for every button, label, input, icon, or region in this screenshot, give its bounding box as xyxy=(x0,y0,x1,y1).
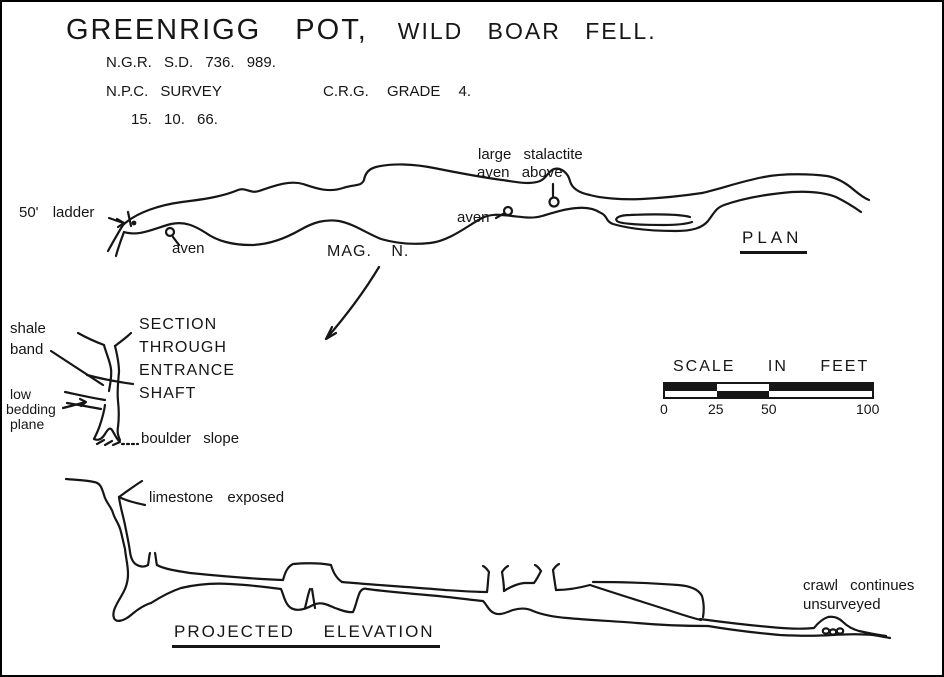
section-heading-line1: SECTION xyxy=(139,316,218,333)
scale-tick-100: 100 xyxy=(856,401,880,417)
shale-label-line2: band xyxy=(10,341,44,358)
section-heading-line3: ENTRANCE xyxy=(139,362,236,379)
stalactite-label-line2: aven above xyxy=(477,164,563,181)
plan-oxbow-loop xyxy=(615,213,694,227)
scale-segment xyxy=(665,390,717,397)
elevation-crawl-ceiling xyxy=(698,615,888,638)
survey-grade: C.R.G. GRADE 4. xyxy=(323,83,472,100)
limestone-exposed-label: limestone exposed xyxy=(149,489,285,506)
aven-left-label: aven xyxy=(172,240,205,257)
scale-tick-50: 50 xyxy=(761,401,777,417)
plan-passage-bottom-wall xyxy=(122,190,863,247)
shale-label-line1: shale xyxy=(10,320,46,337)
elevation-aven-chimney-2 xyxy=(551,562,561,592)
elevation-aven-chimney-1 xyxy=(481,564,510,594)
scale-tick-0: 0 xyxy=(660,401,668,417)
survey-organisation: N.P.C. SURVEY xyxy=(106,83,222,100)
elevation-floor xyxy=(149,582,710,628)
section-boulder-slope xyxy=(92,427,121,443)
crawl-label-line2: unsurveyed xyxy=(803,596,881,613)
section-shaft-left-wall xyxy=(102,343,113,393)
elevation-pillar xyxy=(303,587,317,610)
section-surface-right xyxy=(113,331,133,348)
shale-band-pointer xyxy=(49,349,105,387)
boulder-slope-label: boulder slope xyxy=(141,430,240,447)
section-shaft-right-wall xyxy=(113,344,122,442)
section-heading-line2: THROUGH xyxy=(139,339,227,356)
bedding-label-line1: low xyxy=(10,386,32,402)
plan-passage-top-wall xyxy=(121,163,871,227)
elevation-upper-loop xyxy=(591,580,705,619)
title-cave-name: GREENRIGG POT, xyxy=(66,14,368,46)
bedding-pointer-arrow xyxy=(61,397,88,410)
magnetic-north-arrow xyxy=(324,265,381,341)
scale-segment xyxy=(717,384,769,391)
scale-tick-25: 25 xyxy=(708,401,724,417)
elevation-view-label: PROJECTED ELEVATION xyxy=(172,622,440,648)
scale-bar-title: SCALE IN FEET xyxy=(673,358,870,375)
section-surface-left xyxy=(76,331,106,347)
crawl-boulder-3 xyxy=(835,627,845,635)
scale-segment xyxy=(769,390,872,397)
ladder-pointer-arrow xyxy=(107,216,126,229)
crawl-label-line1: crawl continues xyxy=(803,577,915,594)
elevation-ceiling-c xyxy=(502,563,543,593)
title-location: WILD BOAR FELL. xyxy=(397,18,657,44)
magnetic-north-label: MAG. N. xyxy=(327,243,410,260)
ladder-label: 50' ladder xyxy=(19,204,95,221)
elevation-ceiling-b xyxy=(340,580,489,594)
scale-segment xyxy=(665,384,717,391)
section-boulder-hatching xyxy=(95,438,122,447)
elevation-chamber-roof xyxy=(281,562,344,584)
scale-bar xyxy=(663,382,874,399)
page-title: GREENRIGG POT, WILD BOAR FELL. xyxy=(66,14,657,47)
scale-segment xyxy=(717,390,769,397)
elevation-lower-route xyxy=(588,583,703,622)
grid-reference: N.G.R. S.D. 736. 989. xyxy=(106,54,276,71)
bedding-label-line3: plane xyxy=(10,416,45,432)
elevation-surface-and-shaft-left xyxy=(64,477,153,622)
ladder-station-dot xyxy=(131,220,137,226)
limestone-pointer-arrow xyxy=(117,479,147,507)
crawl-boulder-1 xyxy=(821,627,831,635)
aven-left-pointer xyxy=(171,235,181,247)
plan-view-label: PLAN xyxy=(740,228,808,254)
bedding-plane-upper xyxy=(63,390,107,402)
survey-date: 15. 10. 66. xyxy=(131,111,218,128)
ladder-pitch-tick xyxy=(126,210,133,228)
aven-mid-symbol xyxy=(502,205,514,217)
elevation-ceiling-notch xyxy=(146,551,159,567)
aven-mid-pointer xyxy=(494,212,505,220)
crawl-boulder-2 xyxy=(828,628,838,636)
stalactite-label-line1: large stalactite xyxy=(478,146,583,163)
elevation-shaft-right-wall xyxy=(117,495,150,568)
elevation-ceiling-a xyxy=(155,563,285,582)
aven-mid-label: aven xyxy=(457,209,490,226)
stalactite-aven-symbol xyxy=(548,196,560,208)
scale-segment xyxy=(769,384,872,391)
bedding-plane-lower xyxy=(65,401,103,411)
section-shaft-left-wall-lower xyxy=(92,403,107,441)
section-heading-line4: SHAFT xyxy=(139,385,197,402)
plan-entrance-tail xyxy=(106,223,126,258)
aven-left-symbol xyxy=(164,226,176,238)
elevation-ceiling-d xyxy=(554,583,592,592)
bedding-label-line2: bedding xyxy=(6,401,56,417)
